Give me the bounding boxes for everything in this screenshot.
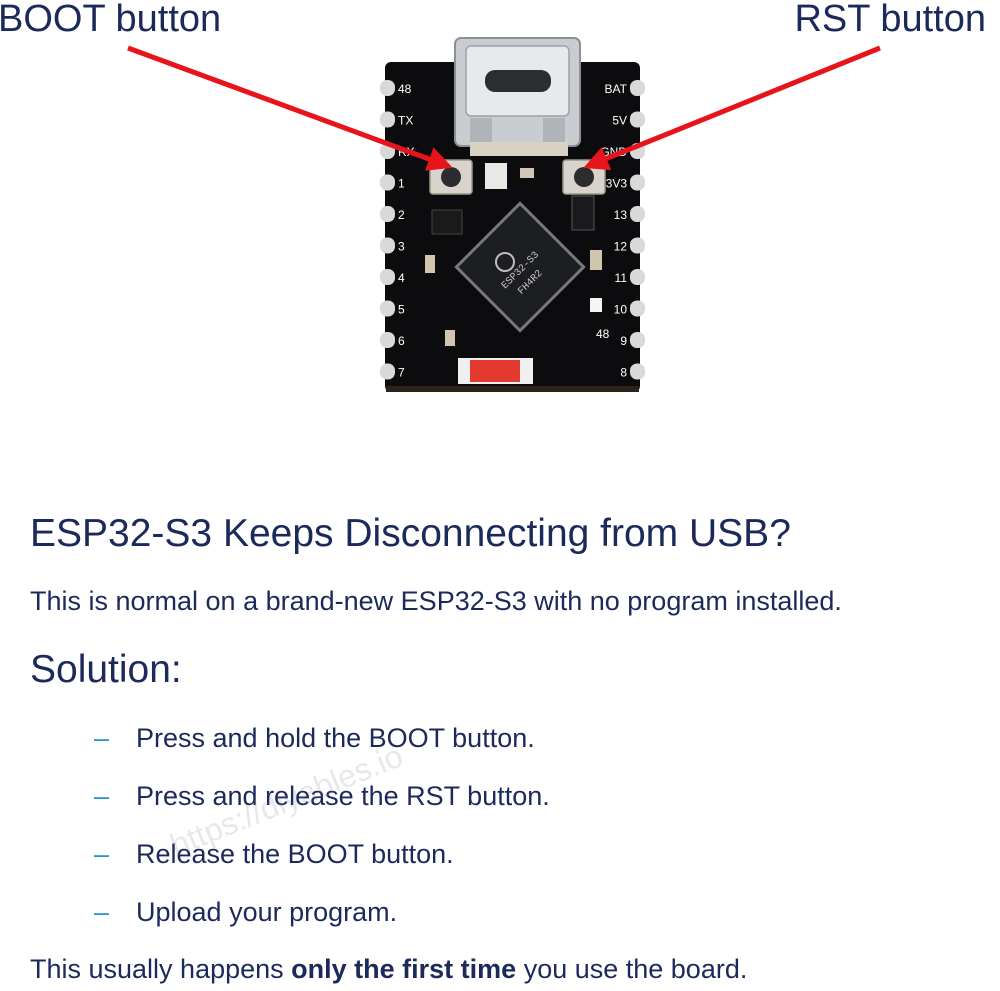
castellated-pad: [380, 174, 395, 191]
castellated-pad: [380, 363, 395, 380]
castellated-pad: [380, 300, 395, 317]
castellated-pad: [630, 332, 645, 348]
castellated-pad: [380, 332, 395, 348]
pin-label: 5: [398, 303, 405, 317]
footer-note: This usually happens only the first time…: [30, 954, 747, 985]
boot-arrow: [127, 45, 453, 171]
castellated-pad: [630, 269, 645, 285]
pin-label: 2: [398, 208, 405, 222]
step-item: –Press and hold the BOOT button.: [94, 723, 535, 754]
dash-marker: –: [94, 897, 110, 927]
castellated-pad: [630, 237, 645, 254]
esp32-s3-chip: [454, 201, 586, 333]
dash-marker: –: [94, 723, 110, 753]
pin-label: 13: [614, 208, 628, 222]
footer-text-before: This usually happens: [30, 954, 292, 984]
boot-button-callout-label: BOOT button: [0, 0, 222, 40]
boot-tactile-button: [429, 159, 473, 195]
castellated-pad: [380, 206, 395, 222]
pin-label: TX: [398, 114, 413, 128]
castellated-pad: [630, 206, 645, 222]
pin-label: 9: [620, 334, 627, 348]
dash-marker: –: [94, 781, 110, 811]
castellated-pad: [380, 80, 395, 96]
pin-label: 10: [614, 303, 628, 317]
pin-label: 4: [398, 271, 405, 285]
step-item: –Upload your program.: [94, 897, 397, 928]
pin-label: 1: [398, 177, 405, 191]
solution-heading: Solution:: [30, 648, 182, 691]
castellated-pad: [380, 269, 395, 285]
smd-components: [425, 163, 602, 346]
usb-pins: [470, 142, 568, 156]
rst-arrow: [583, 45, 881, 171]
intro-text: This is normal on a brand-new ESP32-S3 w…: [30, 586, 842, 616]
castellated-pad: [630, 300, 645, 317]
step-text: Release the BOOT button.: [136, 839, 454, 869]
pin-label: 7: [398, 366, 405, 380]
castellated-pad: [380, 111, 395, 128]
usb-c-connector: [454, 37, 581, 147]
footer-text-bold: only the first time: [291, 954, 517, 984]
castellated-pad: [630, 111, 645, 128]
castellated-pad: [380, 237, 395, 254]
page-title: ESP32-S3 Keeps Disconnecting from USB?: [30, 512, 791, 555]
pin-label: 6: [398, 334, 405, 348]
pin-label-48: 48: [596, 327, 610, 341]
pin-label: 5V: [612, 114, 627, 128]
step-text: Upload your program.: [136, 897, 398, 927]
rst-button-callout-label: RST button: [794, 0, 986, 40]
castellated-pad: [630, 174, 645, 191]
step-text: Press and hold the BOOT button.: [136, 723, 535, 753]
pin-label: 12: [614, 240, 628, 254]
step-text: Press and release the RST button.: [136, 781, 550, 811]
castellated-pad: [630, 80, 645, 96]
pin-label: 3V3: [606, 177, 628, 191]
ceramic-antenna: [458, 358, 533, 384]
pin-label: BAT: [605, 82, 628, 96]
step-item: –Release the BOOT button.: [94, 839, 454, 870]
pin-label: 48: [398, 82, 412, 96]
step-item: –Press and release the RST button.: [94, 781, 550, 812]
castellated-pad: [630, 363, 645, 380]
pin-label: 3: [398, 240, 405, 254]
footer-text-after: you use the board.: [516, 954, 748, 984]
esp32-s3-board-illustration: ESP32-S3 FH4R2 48TXRX1234567 BAT5VGND3V3…: [127, 37, 881, 392]
rst-tactile-button: [562, 159, 606, 195]
dash-marker: –: [94, 839, 110, 869]
pin-label: 11: [615, 271, 628, 285]
pin-label: 8: [620, 366, 627, 380]
